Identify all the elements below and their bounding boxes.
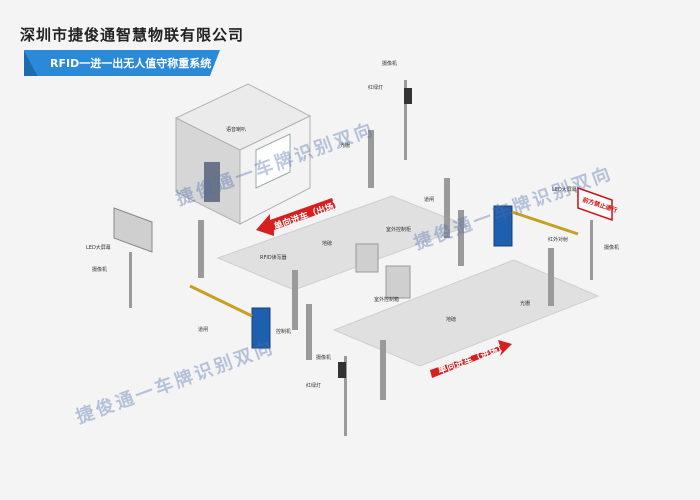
weighbridge-platform-left bbox=[216, 195, 470, 291]
label-light-curtain: 光栅 bbox=[340, 143, 351, 149]
label-scale-1: 地磅 bbox=[322, 241, 333, 247]
label-infrared: 红外对射 bbox=[548, 237, 569, 243]
label-camera-right: 摄像机 bbox=[604, 245, 620, 251]
label-led-screen-left: LED大屏幕 bbox=[86, 245, 111, 251]
camera-pole-top bbox=[404, 80, 412, 160]
label-camera-bottom: 摄像机 bbox=[316, 355, 332, 361]
system-title-banner bbox=[24, 50, 220, 76]
led-screen-left bbox=[113, 207, 153, 308]
label-control-left: 控制机 bbox=[276, 329, 292, 335]
barrier-gate-left bbox=[189, 284, 271, 349]
label-control-box: 室外控制箱 bbox=[374, 297, 400, 303]
label-camera-left: 摄像机 bbox=[92, 267, 108, 273]
label-light-curtain-right: 光栅 bbox=[520, 301, 531, 307]
camera-pole-bottom bbox=[338, 356, 347, 436]
system-title: RFID一进一出无人值守称重系统 bbox=[50, 57, 212, 70]
label-barrier-left: 道闸 bbox=[198, 327, 209, 333]
outdoor-cabinets bbox=[355, 243, 411, 299]
no-entry-sign bbox=[577, 186, 613, 280]
enter-arrow bbox=[430, 340, 512, 378]
exit-arrow bbox=[256, 198, 336, 236]
label-rfid-reader: RFID读写器 bbox=[260, 255, 287, 261]
company-name: 深圳市捷俊通智慧物联有限公司 bbox=[20, 26, 245, 44]
label-traffic-light-bottom: 红绿灯 bbox=[306, 383, 322, 389]
weighbridge-platform-right bbox=[332, 259, 600, 367]
label-gate-right: 道闸 bbox=[424, 197, 435, 203]
light-curtain-poles bbox=[198, 130, 554, 400]
barrier-gate-right bbox=[493, 205, 579, 247]
label-guard-speaker: 语音喇叭 bbox=[226, 127, 247, 133]
label-scale-2: 地磅 bbox=[446, 317, 457, 323]
label-led-screen-right: LED大屏幕 bbox=[552, 187, 577, 193]
label-outdoor-cabinet: 室外控制柜 bbox=[386, 227, 412, 233]
label-camera-top: 摄像机 bbox=[382, 61, 398, 67]
guard-house bbox=[174, 83, 312, 225]
label-traffic-light-top: 红绿灯 bbox=[368, 85, 384, 91]
